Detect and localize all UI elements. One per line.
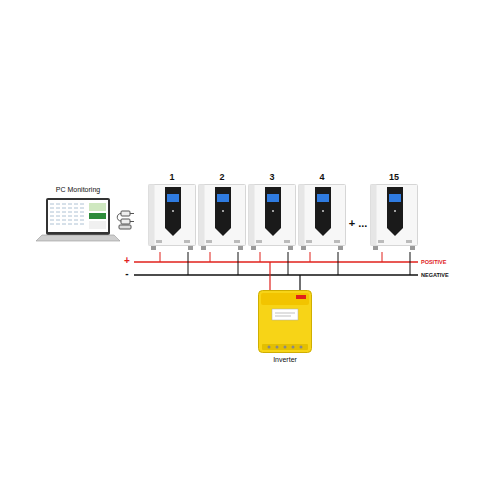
battery-body — [148, 184, 196, 250]
battery-body — [298, 184, 346, 250]
positive-bus — [134, 261, 418, 262]
unit-number: 4 — [296, 172, 348, 182]
battery-body — [370, 184, 418, 250]
laptop-body — [36, 196, 120, 242]
usb-icon — [117, 211, 134, 229]
battery-body — [198, 184, 246, 250]
battery-body — [248, 184, 296, 250]
negative-bus — [134, 274, 418, 275]
inverter-wires — [270, 262, 300, 291]
unit-number: 1 — [146, 172, 198, 182]
drop-wires — [160, 252, 410, 275]
battery-unit: 3 — [246, 172, 298, 250]
unit-number: 3 — [246, 172, 298, 182]
bus-name: POSITIVE — [421, 259, 446, 265]
battery-unit: 1 — [146, 172, 198, 250]
battery-unit: 15 — [368, 172, 420, 250]
inverter-body — [258, 290, 312, 354]
inverter-unit: Inverter — [256, 290, 314, 364]
polarity-sign: + — [124, 255, 130, 266]
battery-unit: 2 — [196, 172, 248, 250]
battery-unit: 4 — [296, 172, 348, 250]
unit-number: 2 — [196, 172, 248, 182]
polarity-sign: - — [125, 268, 128, 279]
continuation-mark: + ... — [349, 217, 368, 229]
monitoring-laptop: PC Monitoring — [34, 186, 122, 242]
unit-number: 15 — [368, 172, 420, 182]
bus-name: NEGATIVE — [421, 272, 449, 278]
device-label: PC Monitoring — [34, 186, 122, 194]
device-label: Inverter — [256, 356, 314, 364]
